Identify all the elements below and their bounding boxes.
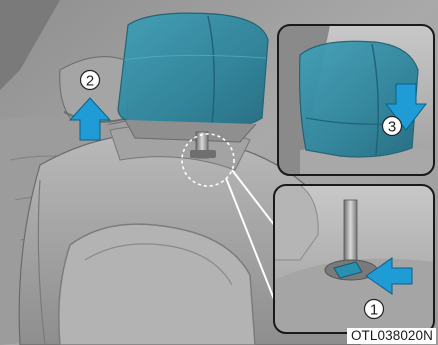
post-guide [190,150,216,158]
inset-bottom-post [344,200,357,268]
front-headrest [118,13,268,129]
step-3-number: 3 [388,119,396,136]
figure-code: OTL038020N [347,328,436,344]
inset-release-button: 1 [274,185,434,333]
step-1-number: 1 [370,302,378,319]
inset-lower-headrest: 3 [278,25,434,175]
step-2-number: 2 [86,73,94,90]
